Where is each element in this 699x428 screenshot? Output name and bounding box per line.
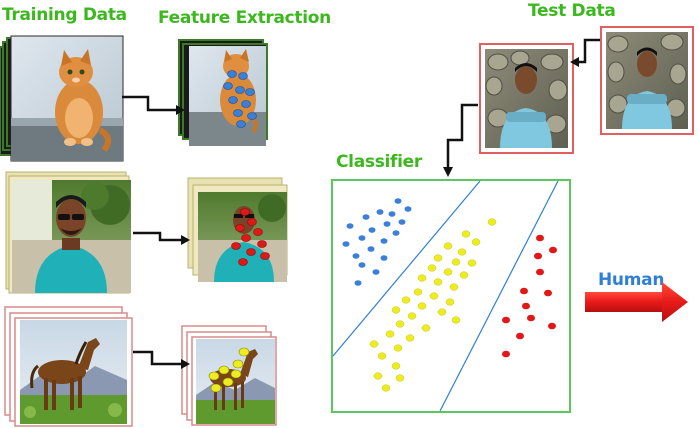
horse-photo <box>20 320 127 424</box>
test-arrowheads <box>443 57 579 177</box>
cat-feature-photo <box>189 46 266 146</box>
horse-yellow-feature-points <box>208 347 250 393</box>
cat-blue-feature-points <box>223 70 257 128</box>
test-data-label: Test Data <box>528 1 616 21</box>
classifier-label: Classifier <box>336 152 422 172</box>
output-arrow <box>585 282 688 322</box>
training-data-label: Training Data <box>2 5 127 25</box>
feature-man-stack <box>187 177 288 282</box>
feature-horse-stack <box>181 325 277 426</box>
man-red-feature-points <box>231 208 270 266</box>
training-cat-stack <box>0 35 124 162</box>
blue-class-points <box>342 198 412 286</box>
training-man-stack <box>5 171 131 294</box>
training-horse-stack <box>4 306 133 427</box>
feature-extraction-label: Feature Extraction <box>158 8 331 28</box>
classifier-box <box>331 179 571 413</box>
feature-cat-stack <box>178 39 268 146</box>
cat-photo <box>10 35 124 162</box>
test-photo-small <box>600 26 694 135</box>
test-photo-large <box>479 43 574 154</box>
man-photo <box>12 180 131 293</box>
yellow-class-points <box>369 218 497 392</box>
human-label: Human <box>598 270 665 290</box>
horse-feature-photo <box>196 339 275 424</box>
red-class-points <box>502 234 557 358</box>
arrowheads <box>176 105 190 369</box>
connector-arrows <box>122 95 182 366</box>
